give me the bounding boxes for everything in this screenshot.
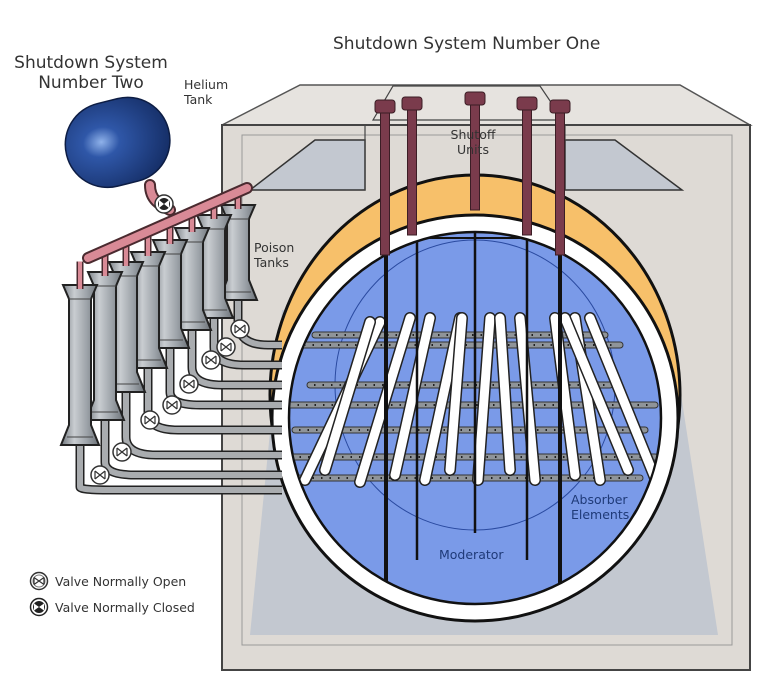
shutoff-units-label: Shutoff Units <box>448 127 498 157</box>
poison-pipe <box>189 330 282 388</box>
poison-tank <box>59 284 101 446</box>
absorber-element <box>473 313 495 485</box>
absorber-element <box>445 313 467 475</box>
shutoff-drive <box>549 99 571 114</box>
poison-tank <box>84 271 126 421</box>
valve-open-icon <box>201 350 221 370</box>
legend-valve-closed-text: Valve Normally Closed <box>55 599 195 615</box>
shutoff-drive <box>401 96 423 111</box>
valve-glyph <box>234 324 246 334</box>
valve-glyph <box>144 415 156 425</box>
poison-pipe <box>123 392 282 458</box>
poison-pipe <box>211 318 282 368</box>
valve-glyph <box>220 342 232 352</box>
valve-open-icon <box>140 410 160 430</box>
shutoff-units <box>374 91 571 256</box>
vessel-internals <box>290 233 660 595</box>
valve-open-icon <box>112 442 132 462</box>
valve-open-icon <box>90 465 110 485</box>
poison-tanks-label-line2: Tanks <box>254 255 289 270</box>
poison-tank <box>217 204 259 301</box>
valve-glyph <box>159 200 169 208</box>
absorber-elements-label-line2: Elements <box>571 507 630 522</box>
valves <box>90 194 250 485</box>
shutoff-drive <box>516 96 538 111</box>
legend-valve-closed: Valve Normally Closed <box>29 597 195 617</box>
helium-tank <box>64 96 171 189</box>
title-shutdown-system-two: Shutdown System Number Two <box>6 53 176 94</box>
absorber-element <box>560 313 633 475</box>
absorber-elements-label: Absorber Elements <box>571 492 629 522</box>
absorber-element <box>320 317 375 475</box>
legend-valve-open: Valve Normally Open <box>29 571 186 591</box>
valve-glyph <box>205 355 217 365</box>
valve-glyph <box>116 447 128 457</box>
valve-open-icon <box>162 395 182 415</box>
poison-tanks <box>59 192 259 446</box>
helium-tank-label: Helium Tank <box>184 77 228 107</box>
absorber-element <box>585 313 660 483</box>
valve-open-icon <box>230 319 250 339</box>
valve-open-icon <box>216 337 236 357</box>
moderator-label: Moderator <box>439 547 504 562</box>
shutoff-rod <box>407 108 417 236</box>
shutoff-units-label-line1: Shutoff <box>450 127 496 142</box>
poison-tanks-label-line1: Poison <box>254 240 295 255</box>
valve-closed-icon <box>154 194 174 214</box>
poison-pipe <box>77 445 282 493</box>
helium-tank-label-line2: Tank <box>184 92 213 107</box>
shutoff-rod <box>555 111 565 256</box>
title-shutdown-system-one: Shutdown System Number One <box>333 34 601 54</box>
absorber-element <box>495 313 515 475</box>
shutoff-rod <box>522 108 532 236</box>
legend-valve-open-text: Valve Normally Open <box>55 573 187 589</box>
shutoff-units-label-line2: Units <box>457 142 489 157</box>
poison-pipe <box>102 420 282 478</box>
valve-glyph <box>166 400 178 410</box>
calandria-vessel <box>270 213 680 623</box>
valve-glyph <box>183 379 195 389</box>
valve-open-icon <box>29 571 49 591</box>
valve-closed-icon <box>29 597 49 617</box>
shutoff-rod <box>470 103 480 211</box>
shutoff-rod <box>380 111 390 256</box>
absorber-element <box>390 313 435 480</box>
valve-open-icon <box>179 374 199 394</box>
shutoff-drive <box>374 99 396 114</box>
helium-tank-label-line1: Helium <box>184 77 229 92</box>
absorber-elements-label-line1: Absorber <box>571 492 628 507</box>
shutoff-drive <box>464 91 486 106</box>
title-system-two-line2: Number Two <box>38 73 144 94</box>
poison-tanks-label: Poison Tanks <box>254 240 294 270</box>
valve-glyph <box>94 470 106 480</box>
title-system-two-line1: Shutdown System <box>14 53 168 73</box>
